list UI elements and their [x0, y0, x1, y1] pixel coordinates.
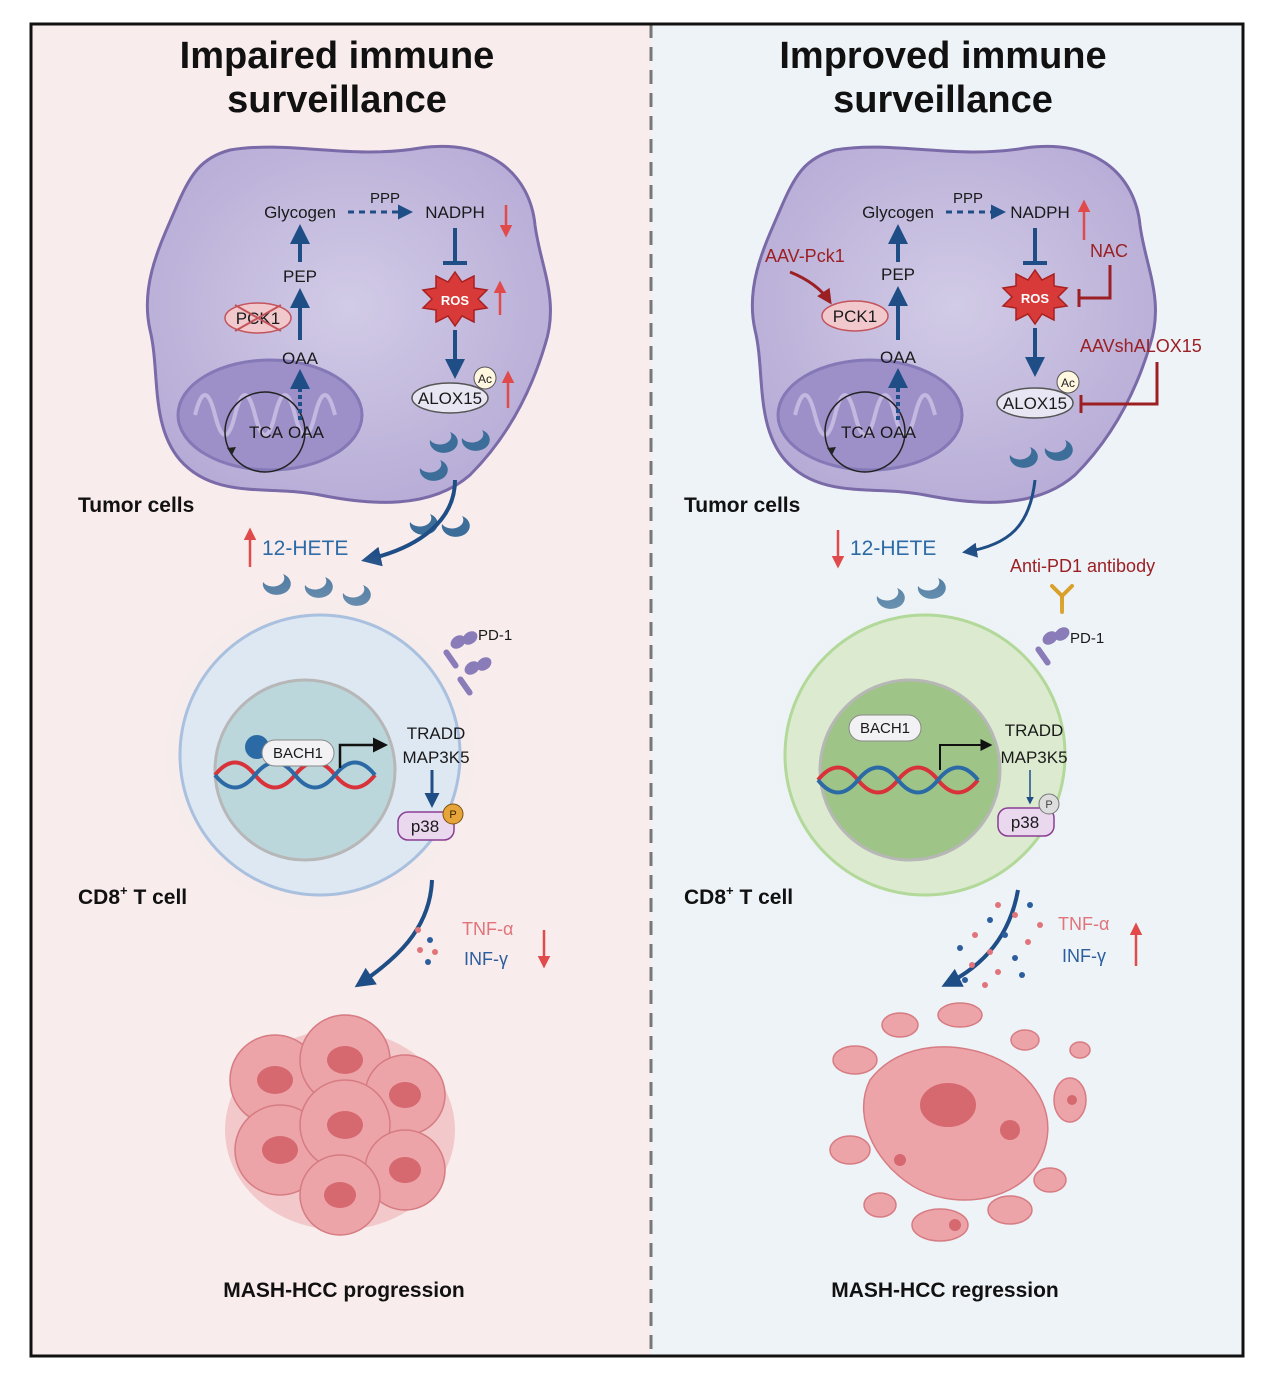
left-pd1-receptor: [443, 631, 492, 696]
left-pep: PEP: [283, 267, 317, 286]
right-pd1-receptor: [1035, 627, 1070, 666]
left-title-line2: surveillance: [227, 79, 447, 121]
left-p38: p38: [411, 817, 439, 836]
left-outcome: MASH-HCC progression: [223, 1279, 465, 1302]
right-ros: ROS: [1021, 291, 1050, 306]
right-bach1-shape: [848, 714, 922, 742]
left-tca: TCA: [249, 423, 284, 442]
left-nadph: NADPH: [425, 203, 485, 222]
right-tradd: TRADD: [1005, 721, 1064, 740]
right-nac-inhibit: [1080, 265, 1112, 300]
right-outcome: MASH-HCC regression: [831, 1279, 1059, 1302]
right-transcription-arrow: [939, 739, 993, 770]
left-tradd: TRADD: [407, 724, 466, 743]
right-nadph: NADPH: [1010, 203, 1070, 222]
right-nac: NAC: [1090, 241, 1128, 261]
right-oaa-mito: OAA: [880, 423, 917, 442]
left-ac: Ac: [478, 372, 492, 386]
right-map3k5: MAP3K5: [1000, 748, 1067, 767]
left-tnf: TNF-α: [462, 919, 513, 939]
right-bach1: BACH1: [860, 720, 910, 737]
right-cytokine-arrow: [941, 889, 1020, 987]
right-oaa: OAA: [880, 348, 917, 367]
right-aavsh-inhibit: [1082, 362, 1159, 406]
left-map3k5: MAP3K5: [402, 748, 469, 767]
right-inf: INF-γ: [1062, 946, 1106, 966]
right-aavsh: AAVshALOX15: [1080, 336, 1202, 356]
left-oaa-mito: OAA: [288, 423, 325, 442]
left-tumor-label: Tumor cells: [78, 494, 194, 517]
left-alox15: ALOX15: [418, 389, 482, 408]
right-ppp: PPP: [953, 190, 983, 207]
left-cytokine-dots: [415, 927, 438, 965]
right-cytokine-dots: [957, 902, 1043, 988]
right-title-line2: surveillance: [833, 79, 1053, 121]
right-tca: TCA: [841, 423, 876, 442]
right-tcell-label: CD8+ T cell: [684, 883, 793, 909]
right-pd1: PD-1: [1070, 630, 1104, 647]
right-title-line1: Improved immune: [779, 35, 1106, 77]
left-glycogen: Glycogen: [264, 203, 336, 222]
right-aav-pck1: AAV-Pck1: [765, 246, 845, 266]
right-alox15-shape: [996, 387, 1074, 419]
right-ac-badge: [1056, 370, 1080, 394]
left-alox15-shape: [411, 382, 489, 414]
right-ros-burst: [1001, 268, 1069, 326]
right-tnf: TNF-α: [1058, 914, 1109, 934]
right-secretion-arrow: [962, 479, 1037, 558]
right-phospho-badge: [1038, 793, 1060, 815]
left-bach1: BACH1: [273, 745, 323, 762]
right-p: P: [1045, 799, 1052, 811]
left-bach1-shape: [261, 739, 335, 767]
left-dna-helix: [213, 760, 377, 790]
left-oaa: OAA: [282, 349, 319, 368]
left-nucleus: [213, 678, 397, 862]
left-ros-burst: [421, 270, 489, 328]
right-mitochondrion: [776, 358, 964, 473]
left-inf: INF-γ: [464, 949, 508, 969]
right-alox15: ALOX15: [1003, 394, 1067, 413]
left-p: P: [449, 809, 456, 821]
right-pck1-shape: [821, 300, 889, 332]
left-ac-badge: [473, 366, 497, 390]
left-tumor-cluster: [225, 1014, 455, 1236]
left-phospho-badge: [442, 803, 464, 825]
right-glycogen: Glycogen: [862, 203, 934, 222]
figure-frame: [29, 22, 1245, 1358]
left-tcell-label: CD8+ T cell: [78, 883, 187, 909]
left-mitochondrion: [176, 358, 364, 473]
left-pd1: PD-1: [478, 627, 512, 644]
left-pck1-cross-2: [234, 304, 282, 332]
right-tumor-nuclei: [894, 1083, 1077, 1231]
right-dna-helix: [816, 765, 980, 795]
left-transcription-arrow: [338, 737, 388, 768]
right-pck1: PCK1: [833, 307, 877, 326]
left-ppp: PPP: [370, 190, 400, 207]
right-aav-pck1-arrow: [789, 270, 832, 305]
left-ros: ROS: [441, 293, 470, 308]
right-tumor-label: Tumor cells: [684, 494, 800, 517]
right-antipd1: Anti-PD1 antibody: [1010, 556, 1155, 576]
right-ac: Ac: [1061, 376, 1075, 390]
left-title-line1: Impaired immune: [180, 35, 495, 77]
right-p38-shape: [997, 807, 1055, 837]
left-p38-shape: [397, 811, 455, 841]
left-cytokine-arrow: [354, 879, 434, 988]
right-pep: PEP: [881, 265, 915, 284]
right-p38: p38: [1011, 813, 1039, 832]
